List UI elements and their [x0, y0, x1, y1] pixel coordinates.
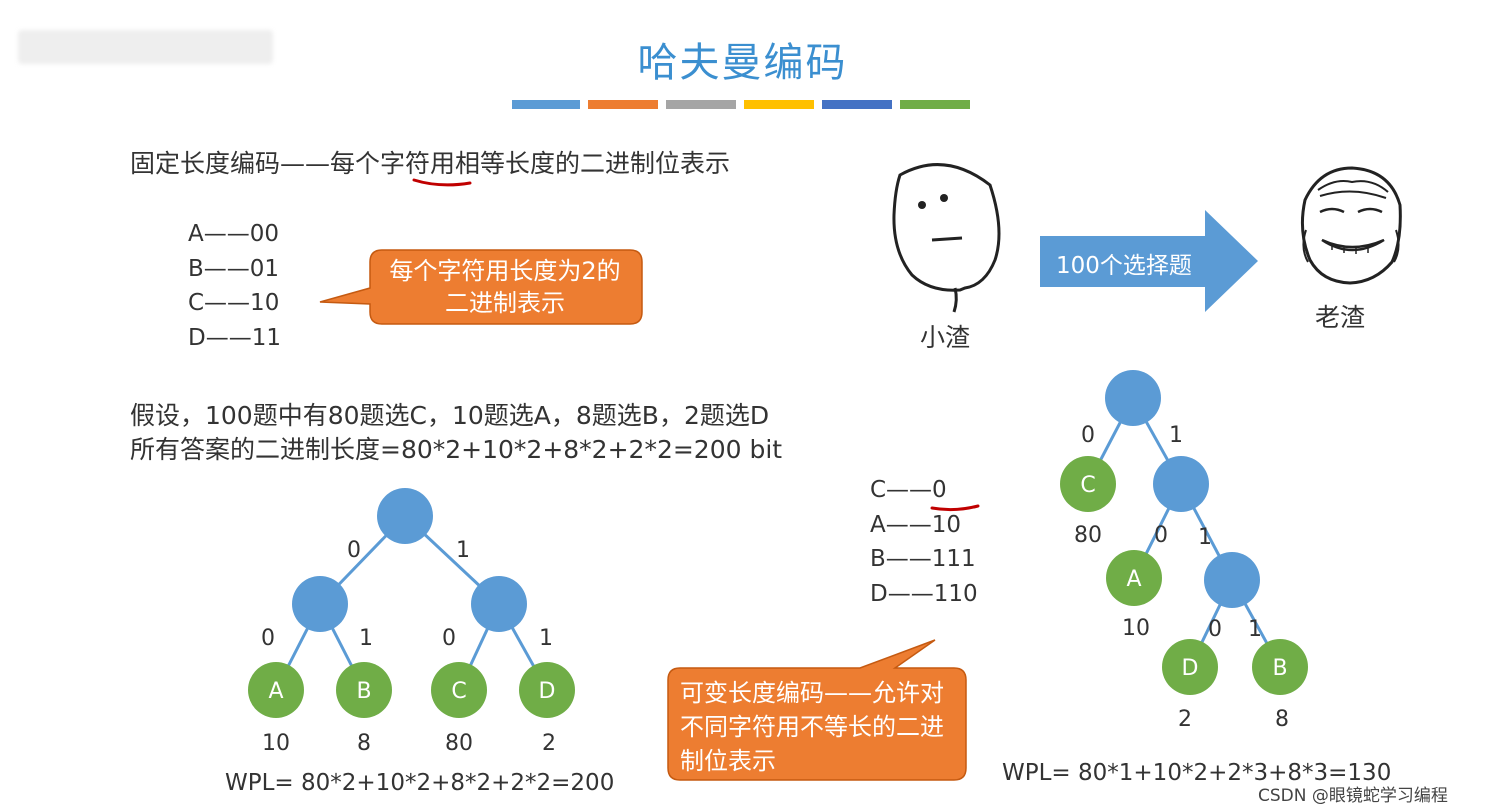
right-tree-internal-node-2 [1204, 552, 1260, 608]
right-leaf-d-letter: D [1182, 656, 1199, 681]
right-leaf-a-letter: A [1126, 567, 1141, 592]
right-leaf-b-weight: 8 [1275, 707, 1289, 732]
title-bar-green [900, 100, 970, 109]
left-tree-root-node [377, 488, 433, 544]
left-leaf-d-weight: 2 [542, 731, 556, 756]
left-tree-leaf-b [336, 662, 392, 718]
left-leaf-a-weight: 10 [262, 731, 290, 756]
meme-face-left [892, 163, 1001, 313]
fixed-code-b: B——01 [188, 255, 280, 282]
left-leaf-a-letter: A [268, 679, 283, 704]
left-edge-label-1a: 1 [456, 538, 470, 563]
left-edge-label-0a: 0 [347, 538, 361, 563]
left-leaf-b-weight: 8 [357, 731, 371, 756]
left-edge-label-0b: 0 [261, 626, 275, 651]
left-leaf-c-letter: C [451, 679, 466, 704]
fixed-length-heading: 固定长度编码——每个字符用相等长度的二进制位表示 [130, 149, 731, 178]
title-bar-orange [588, 100, 658, 109]
right-edge-label-0b: 0 [1154, 523, 1168, 548]
fixed-code-a: A——00 [188, 221, 280, 247]
fixed-code-d: D——11 [188, 324, 281, 351]
csdn-watermark: CSDN @眼镜蛇学习编程 [1258, 786, 1448, 806]
variable-code-list: C——0 A——10 B——111 D——110 [870, 473, 978, 611]
meme-face-right [1300, 166, 1402, 285]
left-edge-label-1b: 1 [359, 626, 373, 651]
left-tree-leaf-c [431, 662, 487, 718]
right-tree-leaf-b [1252, 639, 1308, 695]
right-edge-label-0c: 0 [1208, 617, 1222, 642]
fixed-callout-bubble [319, 249, 643, 325]
blurred-logo [18, 30, 273, 64]
variable-code-a: A——10 [870, 511, 962, 538]
right-tree-leaf-c [1060, 456, 1116, 512]
left-tree-leaf-a [248, 662, 304, 718]
title-bar-darkblue [822, 100, 892, 109]
right-edge-label-1b: 1 [1198, 525, 1212, 550]
left-leaf-c-weight: 80 [445, 731, 473, 756]
left-tree-leaf-d [519, 662, 575, 718]
right-leaf-b-letter: B [1272, 656, 1287, 681]
left-face-caption: 小渣 [920, 323, 971, 352]
underline-mark-zi [412, 178, 472, 187]
right-tree-leaf-a [1106, 550, 1162, 606]
fixed-callout-text: 每个字符用长度为2的二进制表示 [389, 257, 621, 317]
variable-code-d: D——110 [870, 580, 978, 607]
right-wpl-formula: WPL= 80*1+10*2+2*3+8*3=130 [1002, 760, 1392, 786]
variable-callout-text: 可变长度编码——允许对不同字符用不等长的二进制位表示 [680, 679, 944, 775]
title-bar-gray [666, 100, 736, 109]
slide-title: 哈夫曼编码 [637, 40, 848, 86]
title-bar-blue [512, 100, 580, 109]
right-edge-label-0a: 0 [1081, 423, 1095, 448]
left-edge-label-1c: 1 [539, 626, 553, 651]
right-edge-label-1a: 1 [1169, 423, 1183, 448]
variable-code-c: C——0 [870, 477, 947, 503]
fixed-code-c: C——10 [188, 290, 280, 316]
assumption-line-2: 所有答案的二进制长度=80*2+10*2+8*2+2*2=200 bit [130, 435, 783, 464]
assumption-line-1: 假设，100题中有80题选C，10题选A，8题选B，2题选D [130, 401, 770, 430]
right-leaf-d-weight: 2 [1178, 707, 1192, 732]
fixed-code-list: A——00 B——01 C——10 D——11 [188, 217, 281, 355]
right-edge-label-1c: 1 [1248, 617, 1262, 642]
left-huffman-tree: A B C D 0 1 0 1 0 1 10 8 80 2 [248, 488, 575, 756]
big-arrow-shape [1040, 210, 1258, 312]
right-tree-leaf-d [1162, 639, 1218, 695]
right-leaf-c-letter: C [1080, 473, 1095, 498]
underline-mark-zero [930, 504, 980, 512]
right-leaf-c-weight: 80 [1074, 523, 1102, 548]
left-leaf-b-letter: B [356, 679, 371, 704]
arrow-label: 100个选择题 [1056, 253, 1192, 279]
right-tree-root-node [1105, 370, 1161, 426]
left-wpl-formula: WPL= 80*2+10*2+8*2+2*2=200 [225, 770, 615, 796]
left-tree-internal-node-left [292, 576, 348, 632]
left-tree-internal-node-right [471, 576, 527, 632]
right-huffman-tree: C A D B 0 1 0 1 0 1 80 10 2 8 [1060, 370, 1308, 732]
right-leaf-a-weight: 10 [1122, 616, 1150, 641]
left-edge-label-0c: 0 [442, 626, 456, 651]
right-tree-internal-node-1 [1153, 456, 1209, 512]
title-bar-yellow [744, 100, 814, 109]
variable-callout-bubble [667, 639, 967, 781]
left-leaf-d-letter: D [539, 679, 556, 704]
variable-code-b: B——111 [870, 546, 976, 572]
right-face-caption: 老渣 [1315, 303, 1366, 332]
